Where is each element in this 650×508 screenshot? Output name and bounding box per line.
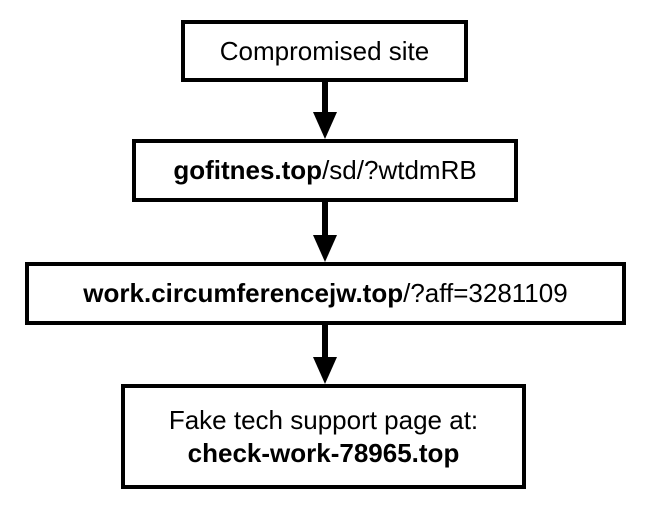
url-path: /?aff=3281109 (403, 278, 568, 309)
url-domain: work.circumferencejw.top (83, 278, 404, 309)
node-label-line1: Fake tech support page at: (168, 405, 479, 435)
url-text: gofitnes.top/sd/?wtdmRB (173, 154, 476, 187)
node-fake-tech-support: Fake tech support page at: check-work-78… (121, 384, 526, 489)
node-compromised-site: Compromised site (181, 20, 468, 82)
url-path: /sd/?wtdmRB (322, 155, 477, 186)
url-text: work.circumferencejw.top/?aff=3281109 (83, 277, 567, 310)
arrow-3 (313, 325, 337, 384)
url-domain: gofitnes.top (173, 155, 323, 186)
arrow-2 (313, 202, 337, 262)
node-gofitnes-url: gofitnes.top/sd/?wtdmRB (132, 139, 518, 202)
arrow-1 (313, 82, 337, 139)
node-circumferencejw-url: work.circumferencejw.top/?aff=3281109 (25, 262, 626, 325)
node-label-domain: check-work-78965.top (187, 437, 460, 468)
node-label: Compromised site (219, 35, 430, 66)
